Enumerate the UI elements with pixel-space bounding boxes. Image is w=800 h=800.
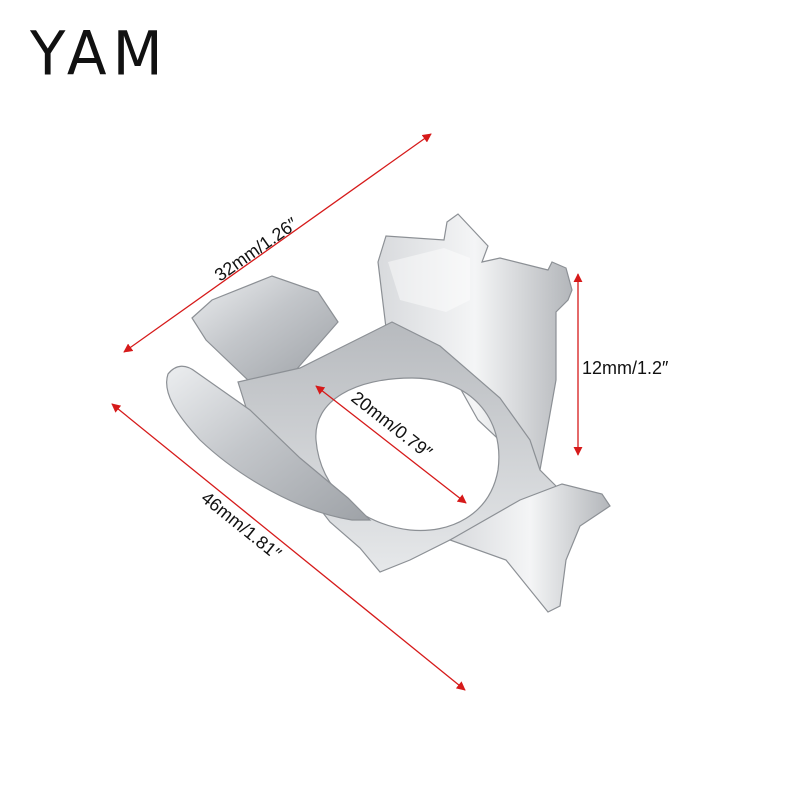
- dimension-label-height: 12mm/1.2″: [582, 358, 669, 378]
- dimension-label-inner-diameter: 20mm/0.79″: [348, 387, 437, 463]
- dimension-arrow-inner-diameter: [315, 385, 467, 504]
- dimension-label-top-width: 32mm/1.26″: [211, 213, 302, 285]
- clip-bottom-tab: [448, 483, 611, 613]
- brand-logo: YAM: [30, 18, 169, 90]
- dimension-arrow-bottom-width: [111, 403, 466, 691]
- dimension-label-bottom-width: 46mm/1.81″: [197, 488, 285, 565]
- dimension-arrow-top-width: [123, 133, 432, 353]
